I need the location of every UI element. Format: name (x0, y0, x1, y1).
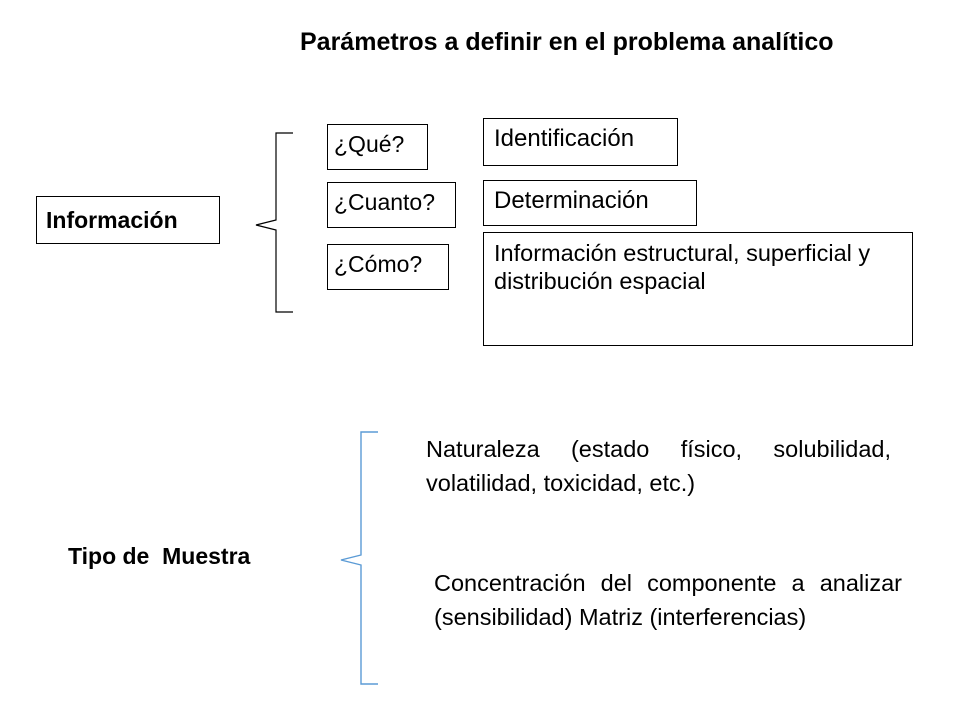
informacion-box: Información (36, 196, 220, 244)
answer-determinacion-box: Determinación (483, 180, 697, 226)
question-que-box: ¿Qué? (327, 124, 428, 170)
tipo-muestra-label: Tipo de Muestra (68, 543, 251, 569)
answer-estructural-box: Información estructural, superficial y d… (483, 232, 913, 346)
page-title: Parámetros a definir en el problema anal… (300, 28, 834, 56)
concentracion-text: Concentración del componente a analizar … (434, 570, 902, 631)
question-cuanto-box: ¿Cuanto? (327, 182, 456, 228)
naturaleza-text: Naturaleza (estado físico, solubilidad, … (426, 436, 891, 497)
answer-identificacion-box: Identificación (483, 118, 678, 166)
muestra-bracket (340, 431, 378, 685)
question-como-box: ¿Cómo? (327, 244, 449, 290)
informacion-bracket (255, 132, 293, 313)
